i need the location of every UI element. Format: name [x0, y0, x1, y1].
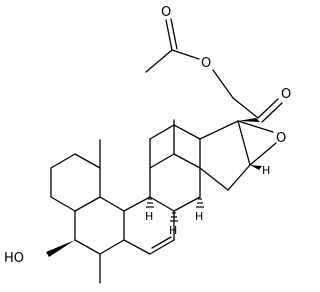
bond-c8-c9-double-b	[151, 236, 172, 249]
bond-c7-c8	[123, 239, 151, 255]
wedge-ketone	[238, 118, 260, 122]
bond-c13-c14	[173, 153, 201, 169]
hydrogen-label: H	[195, 210, 203, 223]
bond-ketone-double-2	[261, 102, 283, 123]
bond-c5-c10	[74, 153, 101, 169]
bond-c1-c2	[74, 196, 101, 212]
bond-ketone-double	[257, 98, 279, 119]
bond-c17-c18	[173, 124, 201, 140]
bond-c8-c9-double-a	[149, 239, 175, 255]
hydrogen-label: H	[169, 224, 177, 237]
epoxide-oxygen-label: O	[276, 131, 286, 146]
bond-c15-c10	[173, 196, 201, 212]
bond-ring-a-lower-3	[99, 239, 125, 255]
wedge-ho	[46, 240, 75, 257]
ester-oxygen-label: O	[201, 56, 211, 71]
bond-c2-c3	[50, 196, 76, 212]
ester-carbonyl-oxygen-label: O	[161, 5, 171, 20]
bond-c1-c6	[99, 196, 125, 212]
bond-epoxide-1	[237, 120, 274, 133]
hydrogen-label: H	[262, 164, 270, 177]
wedge-bonds	[46, 118, 262, 257]
bond-c19-c20	[237, 120, 251, 166]
bond-c4-c5	[50, 153, 76, 169]
bond-c16-c17	[149, 124, 175, 140]
bond-carbonyl-double-2	[170, 18, 178, 50]
ketone-oxygen-label: O	[281, 87, 291, 102]
bond-carbonyl-double	[165, 19, 173, 51]
bond-c20-c21	[227, 164, 251, 191]
bond-methyl-carbonyl	[145, 49, 173, 73]
hydrogen-label: H	[145, 210, 153, 223]
hydroxyl-label: HO	[4, 251, 24, 266]
bond-ring-a-lower-2	[74, 239, 101, 255]
bond-c11-c6	[123, 196, 151, 212]
bond-ch2-ketone-c	[232, 97, 259, 119]
bond-epoxide-2	[249, 142, 277, 166]
bond-ester-o-ch2	[212, 69, 234, 99]
structure-diagram: O O O O HO H H H H	[4, 5, 291, 284]
bond-c10-c11	[149, 196, 175, 212]
hashed-bonds	[146, 198, 204, 222]
bond-c18-c19	[199, 120, 239, 140]
bonds	[50, 18, 283, 284]
bond-c12-c13	[149, 153, 175, 169]
bond-carbonyl-ester-o	[171, 49, 200, 60]
wedge-h16	[250, 165, 262, 170]
bond-c21-c15	[199, 167, 229, 191]
